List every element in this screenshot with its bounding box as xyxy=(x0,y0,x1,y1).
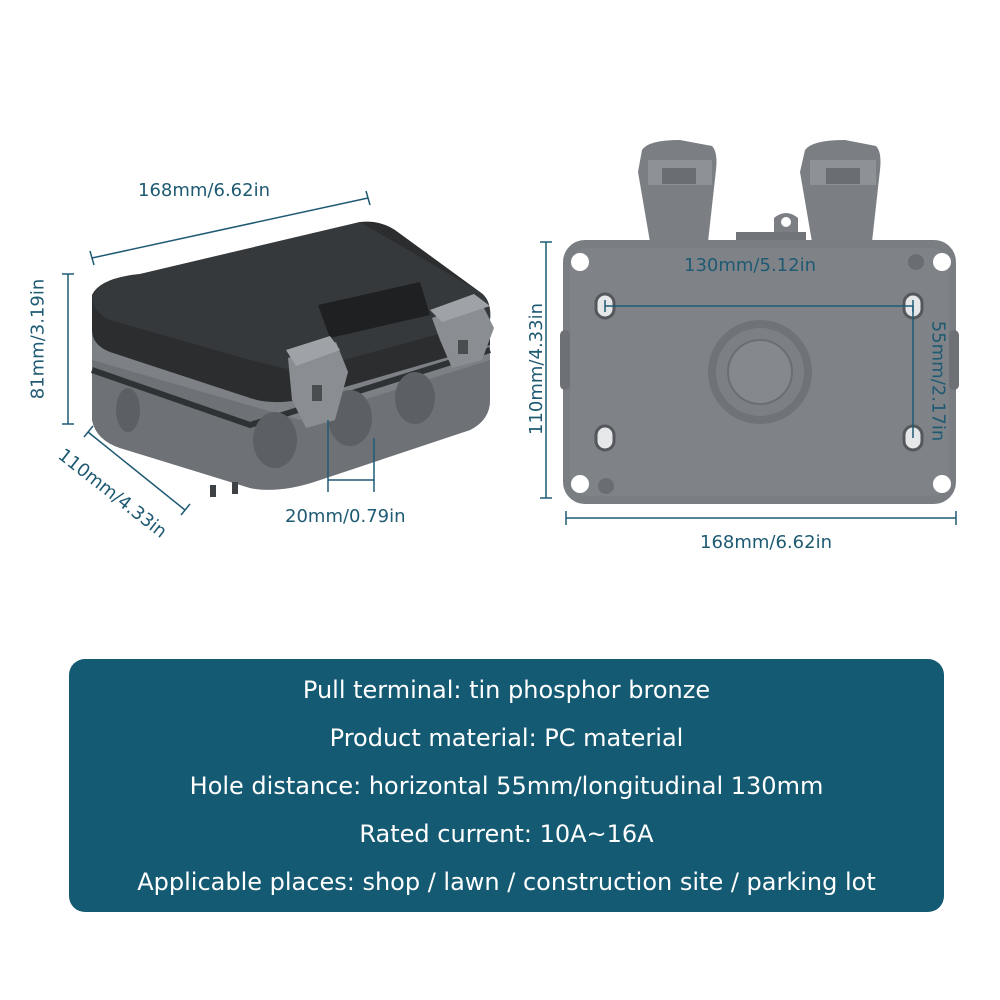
spec-product-material: Product material: PC material xyxy=(329,723,684,752)
product-drawing xyxy=(62,140,959,525)
back-width-dimension xyxy=(565,511,957,525)
back-hole-vertical-label: 55mm/2.17in xyxy=(927,320,949,442)
front-latch-right xyxy=(430,294,494,368)
front-latch-left xyxy=(286,336,348,428)
spec-pull-terminal: Pull terminal: tin phosphor bronze xyxy=(302,675,711,704)
back-width-label: 168mm/6.62in xyxy=(700,532,832,553)
front-width-dimension xyxy=(89,190,371,266)
spec-applicable-places: Applicable places: shop / lawn / constru… xyxy=(137,867,876,896)
spec-rated-current: Rated current: 10A~16A xyxy=(359,819,654,848)
socket-spacing-label: 20mm/0.79in xyxy=(285,506,406,527)
back-hole-horizontal-label: 130mm/5.12in xyxy=(684,255,816,276)
front-height-label: 81mm/3.19in xyxy=(27,278,49,400)
spec-panel: Pull terminal: tin phosphor bronze Produ… xyxy=(69,659,944,912)
spec-hole-distance: Hole distance: horizontal 55mm/longitudi… xyxy=(189,771,824,800)
front-depth-dimension xyxy=(83,425,191,516)
front-view-box xyxy=(91,221,494,497)
back-view-box xyxy=(560,140,959,504)
socket-spacing-dimension xyxy=(327,420,375,492)
front-width-label: 168mm/6.62in xyxy=(138,180,270,201)
back-height-label: 110mm/4.33in xyxy=(525,303,547,435)
back-height-dimension xyxy=(540,241,552,499)
front-height-dimension xyxy=(62,273,74,425)
product-illustration: 168mm/6.62in 81mm/3.19in 110mm/4.33in 20… xyxy=(27,140,959,553)
